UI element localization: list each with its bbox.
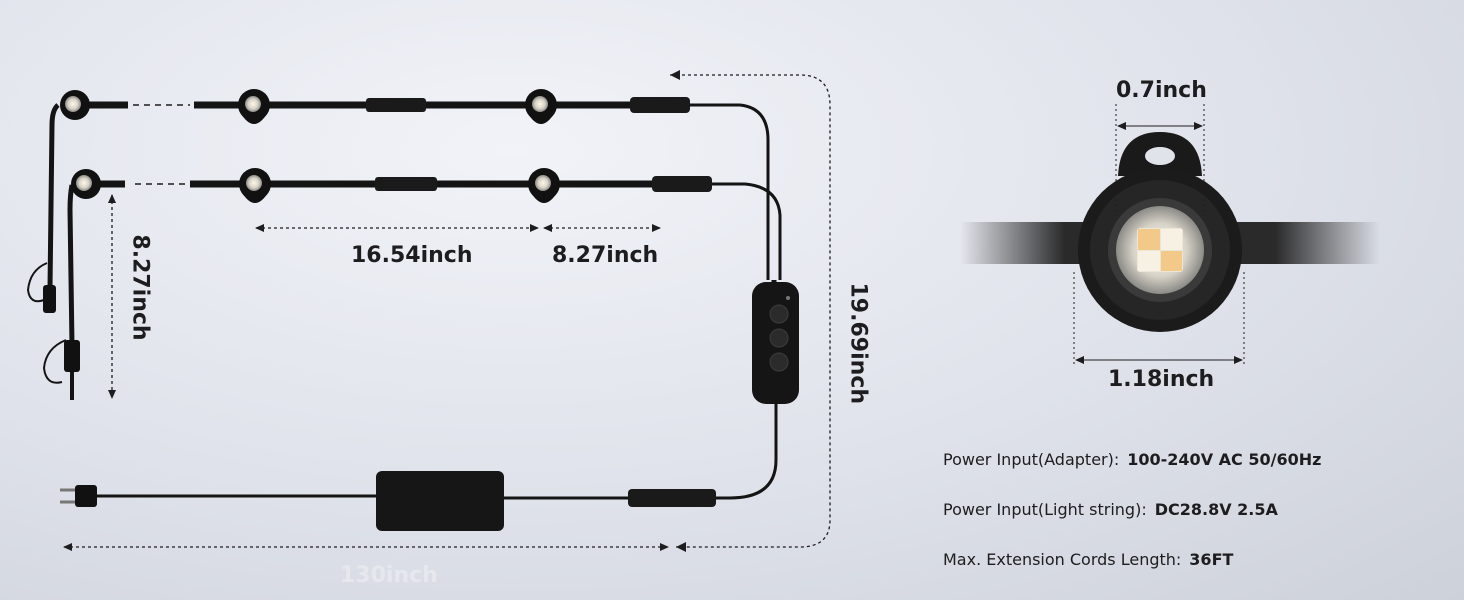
- adapter-run-label: 130inch: [340, 563, 438, 588]
- spacing-long-label: 16.54inch: [351, 243, 473, 268]
- spec-value: 36FT: [1189, 550, 1234, 569]
- vertical-lead-cables: [26, 103, 80, 400]
- led-module: [238, 89, 270, 124]
- spec-adapter-input: Power Input(Adapter): 100-240V AC 50/60Hz: [943, 450, 1321, 469]
- module-diameter-label: 1.18inch: [1108, 367, 1215, 392]
- end-connector: [630, 97, 690, 113]
- dimension-lines: [63, 70, 831, 552]
- extension-connector: [628, 489, 716, 507]
- spacing-short-label: 8.27inch: [552, 243, 659, 268]
- spec-value: 100-240V AC 50/60Hz: [1127, 450, 1322, 469]
- end-connector: [652, 176, 712, 192]
- inline-connector: [366, 98, 426, 112]
- spec-max-extension: Max. Extension Cords Length: 36FT: [943, 550, 1233, 569]
- spec-value: DC28.8V 2.5A: [1154, 500, 1278, 519]
- spec-label: Max. Extension Cords Length:: [943, 550, 1182, 569]
- led-module: [239, 168, 271, 203]
- vertical-drop-label: 8.27inch: [127, 234, 153, 341]
- led-module: [528, 168, 560, 203]
- plug: [75, 485, 97, 507]
- spec-label: Power Input(Adapter):: [943, 450, 1120, 469]
- spec-string-input: Power Input(Light string): DC28.8V 2.5A: [943, 500, 1278, 519]
- module-width-label: 0.7inch: [1116, 78, 1207, 103]
- led-module: [525, 89, 557, 124]
- inline-connector: [375, 177, 437, 191]
- module-closeup: [960, 104, 1380, 366]
- controller-run-label: 19.69inch: [845, 282, 871, 405]
- spec-label: Power Input(Light string):: [943, 500, 1147, 519]
- controller: [714, 280, 799, 500]
- led-module: [71, 169, 101, 199]
- led-module: [60, 90, 90, 120]
- power-adapter: [60, 471, 716, 531]
